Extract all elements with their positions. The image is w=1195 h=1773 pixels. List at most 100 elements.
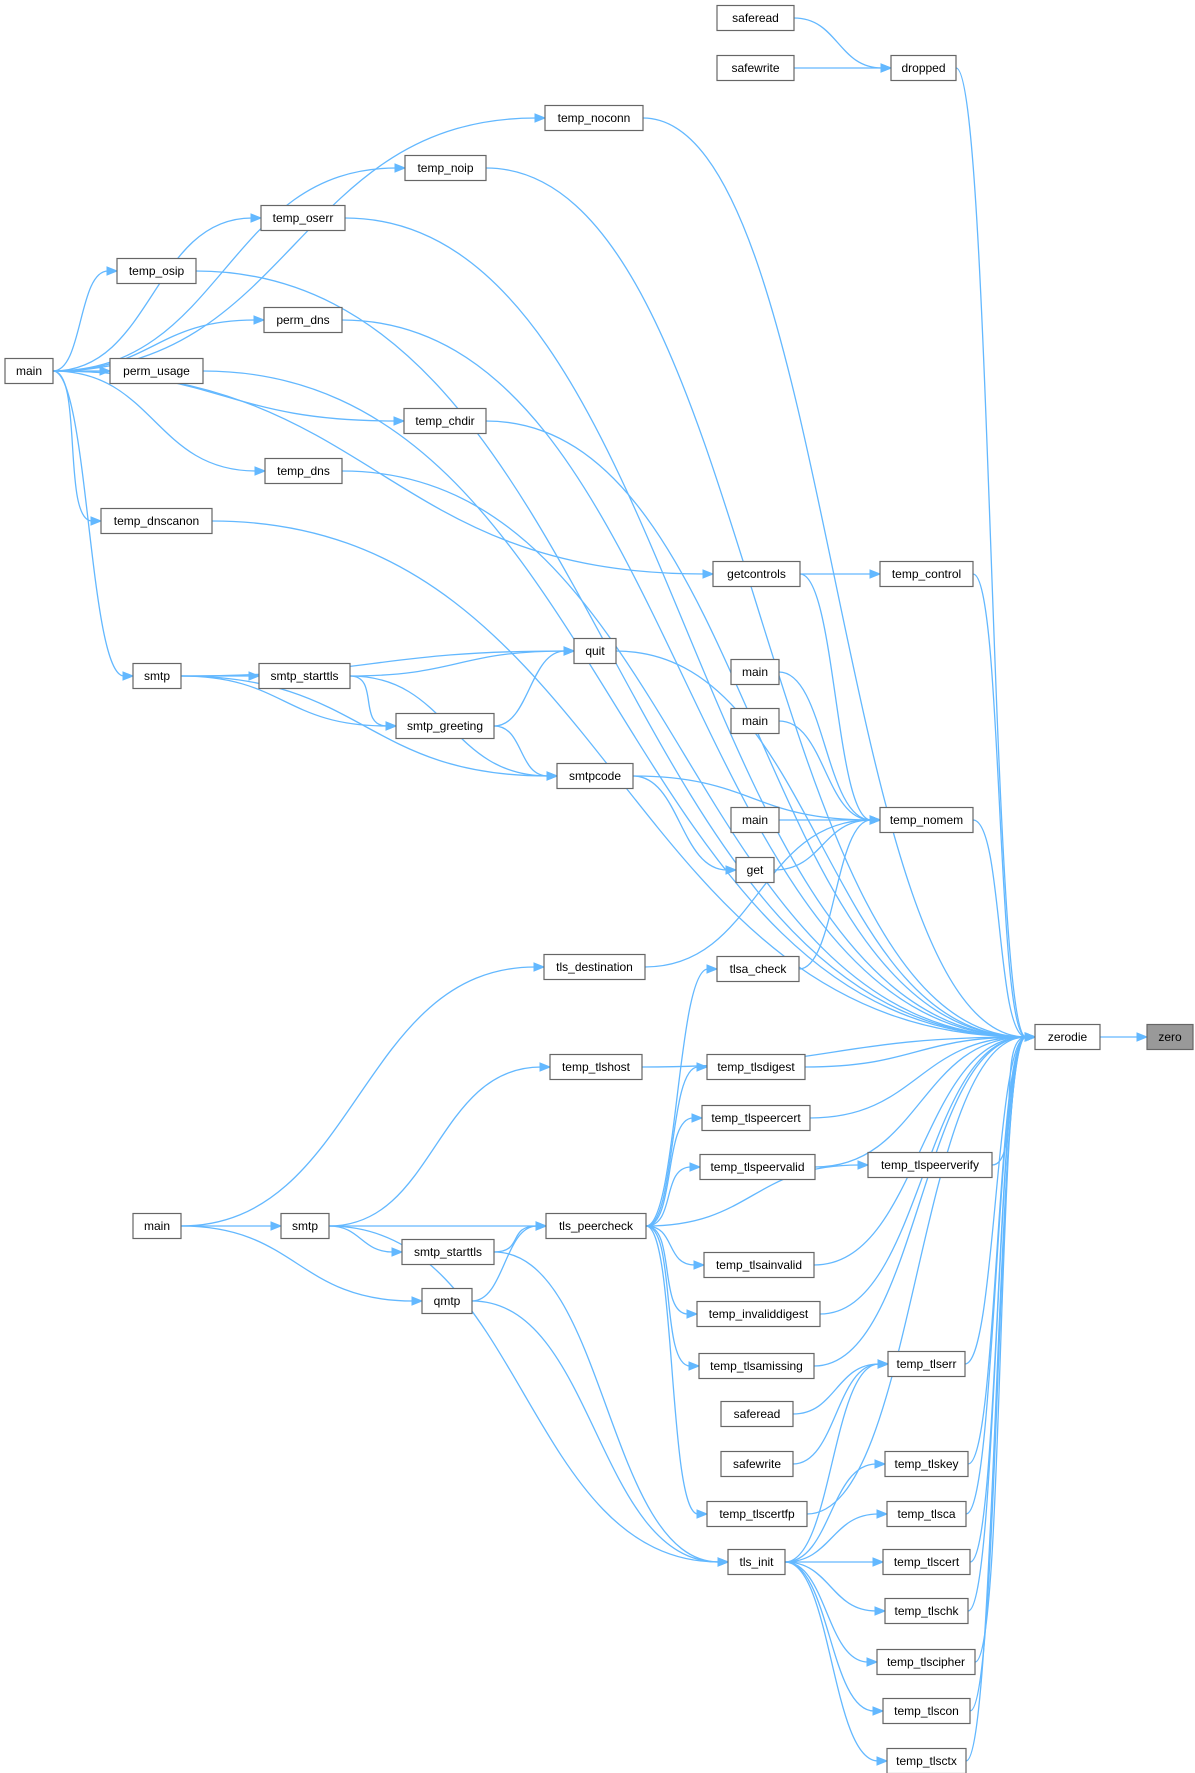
edge-temp_tlshost-to-zerodie — [641, 1032, 1037, 1068]
node-box — [544, 104, 644, 132]
edge-arrowhead — [696, 1509, 709, 1519]
edge-arrowhead — [533, 962, 546, 972]
node-label: smtp — [292, 1219, 318, 1233]
node-temp-control[interactable]: temp_control — [879, 560, 974, 588]
node-temp-tlsdigest[interactable]: temp_tlsdigest — [706, 1053, 806, 1081]
node-smtp2[interactable]: smtp — [280, 1212, 330, 1240]
edge-path — [645, 1225, 699, 1515]
node-safewrite1[interactable]: safewrite — [716, 54, 795, 82]
edge-arrowhead — [689, 1162, 702, 1172]
node-zerodie[interactable]: zerodie — [1034, 1023, 1101, 1051]
node-box — [867, 1151, 993, 1179]
node-box — [716, 4, 795, 32]
node-tlsa-check[interactable]: tlsa_check — [716, 955, 800, 983]
node-temp-tlscipher[interactable]: temp_tlscipher — [876, 1648, 976, 1676]
node-box — [280, 1212, 330, 1240]
node-main2[interactable]: main — [730, 658, 780, 686]
node-temp-oserr[interactable]: temp_oserr — [260, 204, 346, 232]
edge-main1-to-temp_dnscanon — [52, 370, 103, 526]
edge-qmtp-to-tls_peercheck — [471, 1221, 548, 1302]
edge-path — [349, 675, 388, 727]
node-temp-tlserr[interactable]: temp_tlserr — [887, 1350, 966, 1378]
node-box — [698, 1352, 815, 1380]
edge-path — [806, 1036, 1027, 1515]
node-qmtp[interactable]: qmtp — [421, 1287, 473, 1315]
node-label: temp_osip — [129, 264, 185, 278]
node-temp-tlscertfp[interactable]: temp_tlscertfp — [706, 1500, 808, 1528]
node-temp-dnscanon[interactable]: temp_dnscanon — [100, 507, 213, 535]
edge-path — [645, 1066, 699, 1227]
node-temp-tlsamissing[interactable]: temp_tlsamissing — [698, 1352, 815, 1380]
node-temp-tlsca[interactable]: temp_tlsca — [886, 1500, 967, 1528]
edge-path — [645, 1225, 689, 1315]
node-temp-tlskey[interactable]: temp_tlskey — [884, 1450, 969, 1478]
node-temp-tlspeervalid[interactable]: temp_tlspeervalid — [699, 1153, 816, 1181]
node-temp-tlschk[interactable]: temp_tlschk — [884, 1597, 969, 1625]
node-safewrite2[interactable]: safewrite — [720, 1450, 794, 1478]
edge-arrowhead — [717, 1557, 730, 1567]
node-temp-tlsctx[interactable]: temp_tlsctx — [886, 1747, 967, 1773]
node-label: temp_invaliddigest — [709, 1307, 809, 1321]
edge-temp_tlscertfp-to-zerodie — [806, 1032, 1037, 1515]
node-temp-nomem[interactable]: temp_nomem — [879, 806, 974, 834]
node-temp-noip[interactable]: temp_noip — [404, 154, 487, 182]
node-saferead1[interactable]: saferead — [716, 4, 795, 32]
node-box — [716, 54, 795, 82]
edge-path — [641, 1036, 1027, 1068]
node-label: temp_control — [892, 567, 961, 581]
node-temp-tlspeerverify[interactable]: temp_tlspeerverify — [867, 1151, 993, 1179]
node-main5[interactable]: main — [132, 1212, 182, 1240]
node-temp-invaliddigest[interactable]: temp_invaliddigest — [696, 1300, 821, 1328]
edge-path — [792, 1363, 880, 1415]
node-box — [727, 1548, 786, 1576]
node-perm-dns[interactable]: perm_dns — [263, 306, 343, 334]
node-main4[interactable]: main — [730, 806, 780, 834]
node-temp-chdir[interactable]: temp_chdir — [403, 407, 487, 435]
node-temp-osip[interactable]: temp_osip — [116, 257, 197, 285]
node-smtp-greeting[interactable]: smtp_greeting — [395, 712, 495, 740]
edge-path — [615, 650, 1027, 1038]
node-smtp-starttls2[interactable]: smtp_starttls — [401, 1238, 495, 1266]
edge-arrowhead — [872, 1706, 885, 1716]
edge-temp_oserr-to-zerodie — [344, 217, 1037, 1042]
node-label: tls_destination — [556, 960, 633, 974]
edge-arrowhead — [250, 213, 263, 223]
node-getcontrols[interactable]: getcontrols — [712, 560, 801, 588]
node-smtp-starttls1[interactable]: smtp_starttls — [258, 662, 351, 690]
node-main1[interactable]: main — [4, 357, 54, 385]
node-label: temp_noconn — [558, 111, 631, 125]
node-temp-tlscon[interactable]: temp_tlscon — [882, 1697, 971, 1725]
node-box — [730, 806, 780, 834]
node-tls-peercheck[interactable]: tls_peercheck — [545, 1212, 647, 1240]
node-temp-noconn[interactable]: temp_noconn — [544, 104, 644, 132]
node-temp-tlshost[interactable]: temp_tlshost — [549, 1053, 643, 1081]
node-label: temp_tlscon — [894, 1704, 959, 1718]
node-tls-init[interactable]: tls_init — [727, 1548, 786, 1576]
nodes-layer: saferead safewrite dropped temp_noconn temp_… — [4, 4, 1194, 1773]
node-label: saferead — [734, 1407, 781, 1421]
edge-getcontrols-to-temp_nomem — [799, 573, 882, 825]
node-smtp1[interactable]: smtp — [132, 662, 182, 690]
node-quit[interactable]: quit — [573, 637, 617, 665]
node-temp-tlsainvalid[interactable]: temp_tlsainvalid — [703, 1251, 815, 1279]
node-get[interactable]: get — [735, 856, 775, 884]
node-label: dropped — [901, 61, 945, 75]
edge-path — [493, 1225, 538, 1253]
node-zero[interactable]: zero — [1146, 1023, 1194, 1051]
node-main3[interactable]: main — [730, 707, 780, 735]
node-dropped[interactable]: dropped — [890, 54, 957, 82]
node-temp-tlscert[interactable]: temp_tlscert — [882, 1548, 971, 1576]
node-perm-usage[interactable]: perm_usage — [109, 357, 204, 385]
node-box — [730, 658, 780, 686]
node-tls-destination[interactable]: tls_destination — [543, 953, 646, 981]
node-label: tls_peercheck — [559, 1219, 634, 1233]
edge-tls_peercheck-to-tlsa_check — [645, 964, 719, 1227]
node-saferead2[interactable]: saferead — [720, 1400, 794, 1428]
node-temp-dns[interactable]: temp_dns — [264, 457, 343, 485]
edge-path — [645, 1164, 860, 1227]
node-label: temp_tlspeerverify — [881, 1158, 979, 1172]
edge-arrowhead — [394, 163, 407, 173]
node-temp-tlspeercert[interactable]: temp_tlspeercert — [701, 1104, 811, 1132]
node-box — [260, 204, 346, 232]
node-smtpcode[interactable]: smtpcode — [556, 762, 634, 790]
